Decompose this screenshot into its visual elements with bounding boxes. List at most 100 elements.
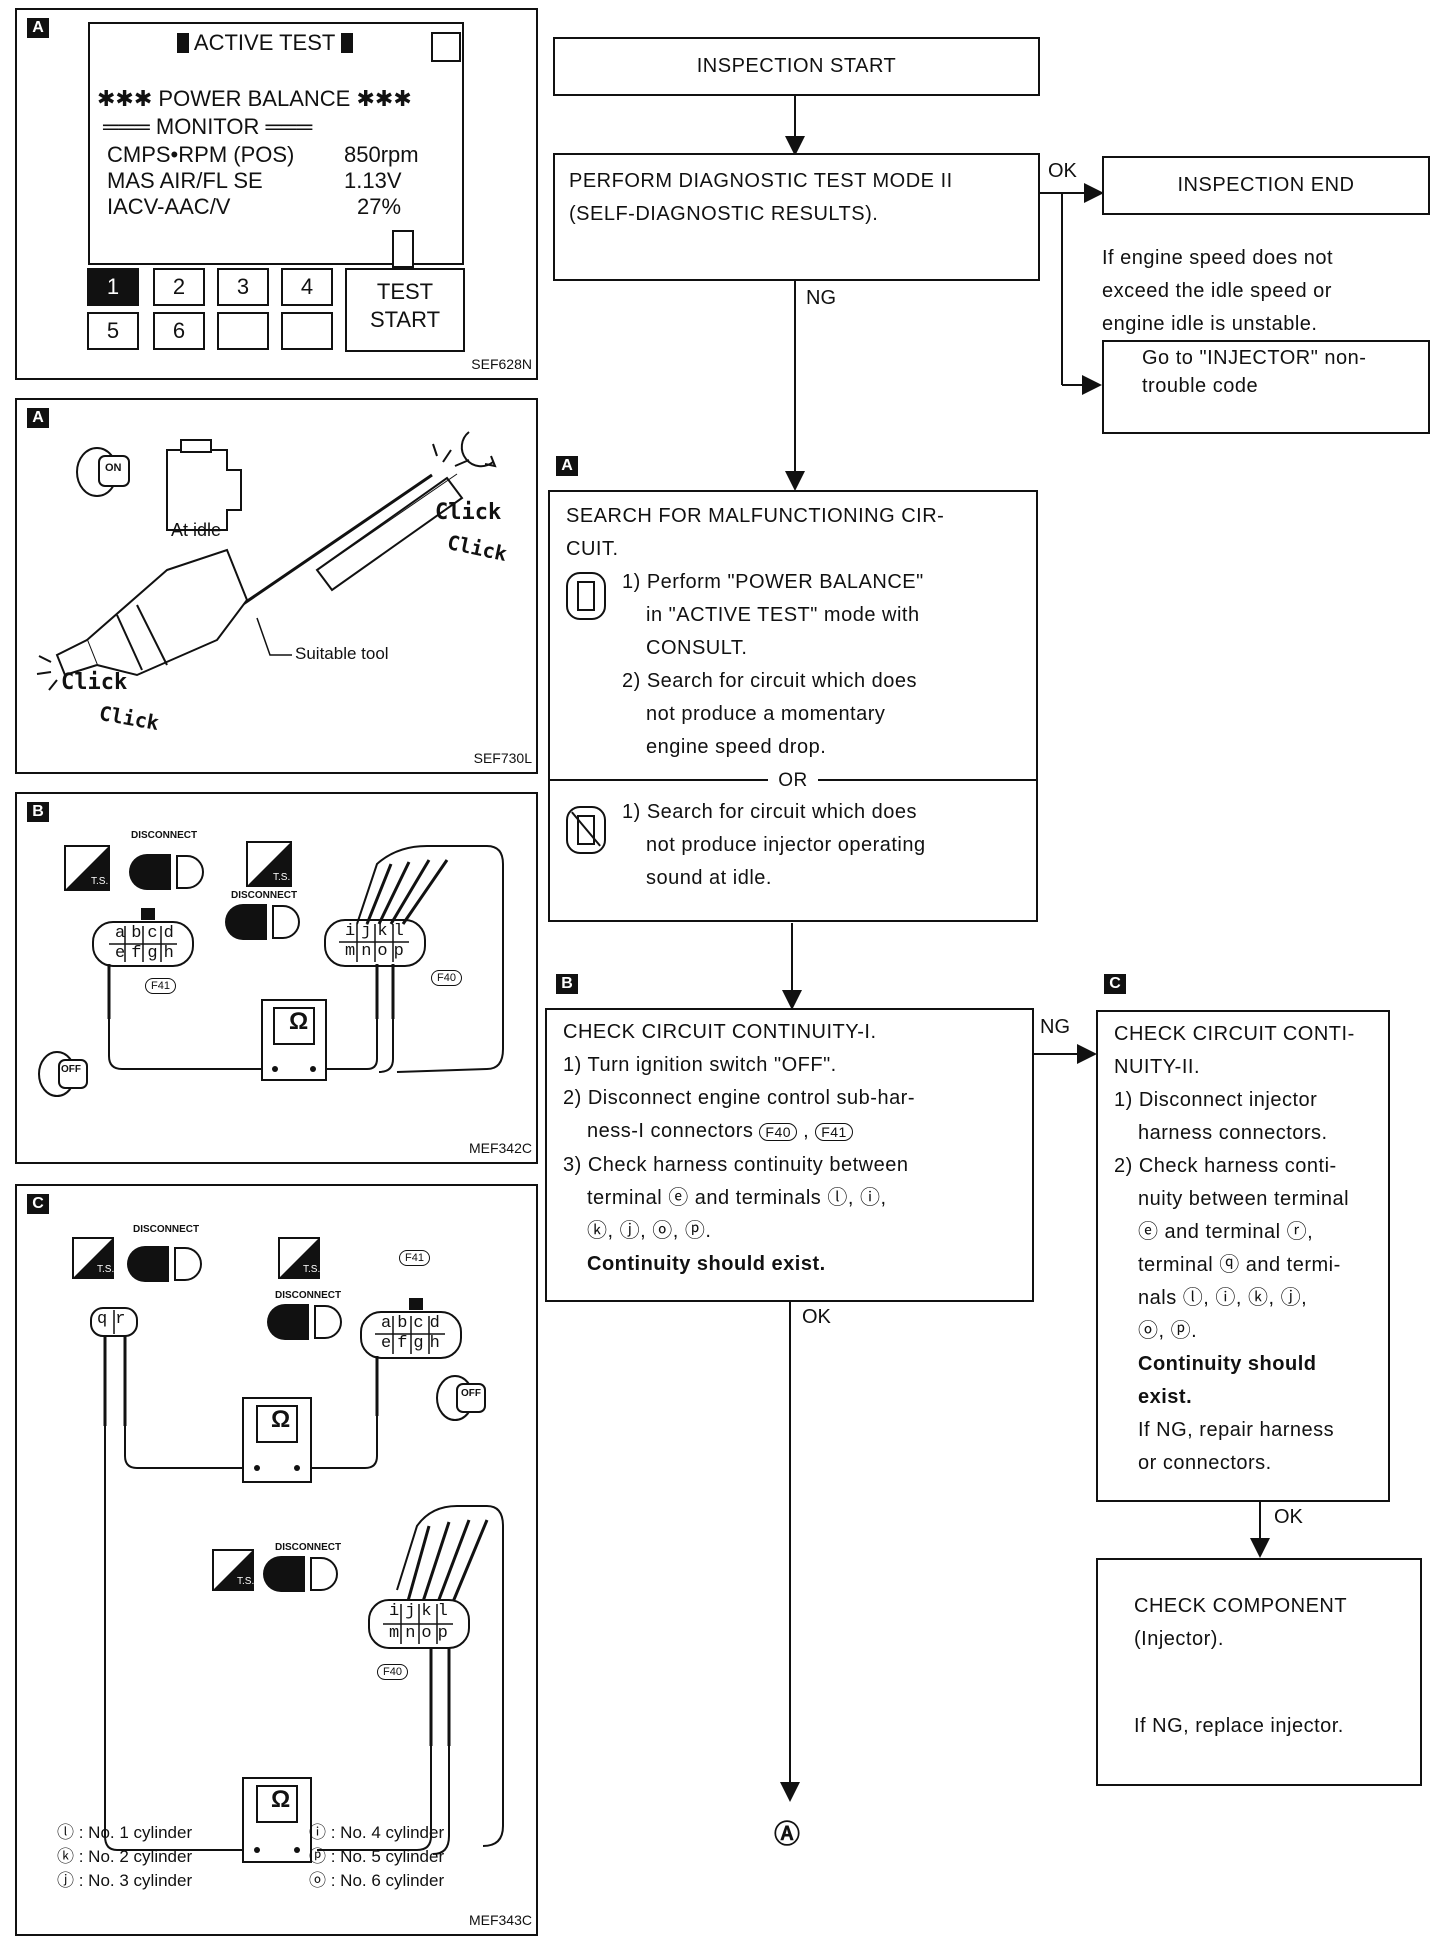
ts-label: T.S.	[303, 1264, 321, 1275]
test-start-line2: START	[369, 307, 441, 332]
key-2[interactable]: 2	[153, 268, 205, 306]
disconnect-label: DISCONNECT	[133, 1224, 200, 1235]
square-icon	[431, 32, 461, 62]
pin-k: k	[421, 1602, 438, 1621]
pin-h: h	[429, 1334, 446, 1353]
ts-label: T.S.	[273, 872, 291, 883]
cont1-line: ness-I connectors F40 , F41	[563, 1115, 1016, 1149]
disconnect-label: DISCONNECT	[275, 1542, 342, 1553]
key-5[interactable]: 5	[87, 312, 139, 350]
consult-display	[88, 22, 464, 265]
screen-header-text: ACTIVE TEST	[193, 30, 335, 55]
row-label: MAS AIR/FL SE	[107, 168, 263, 193]
legend-text: : No. 5 cylinder	[330, 1847, 445, 1866]
legend-text: : No. 2 cylinder	[78, 1847, 193, 1866]
legend-item: ⓘ : No. 4 cylinder	[309, 1818, 444, 1843]
legend-text: : No. 3 cylinder	[78, 1871, 193, 1890]
pin-b: b	[131, 924, 148, 943]
goto-injector-box: Go to "INJECTOR" non- trouble code	[1102, 340, 1430, 434]
legend-symbol: ⓟ	[309, 1847, 326, 1866]
off-label: OFF	[61, 1064, 81, 1075]
legend-symbol: ⓚ	[57, 1847, 74, 1866]
consult-step-group: 1) Perform "POWER BALANCE" in "ACTIVE TE…	[566, 566, 1020, 764]
flow-tag-a: A	[556, 456, 578, 476]
cont2-line: NUITY-II.	[1114, 1056, 1200, 1078]
connector-f40-badge: F40	[759, 1123, 798, 1141]
pin-l: l	[437, 1602, 454, 1621]
consult-icon	[566, 572, 606, 620]
search-title: SEARCH FOR MALFUNCTIONING CIR-	[566, 505, 945, 527]
key-1[interactable]: 1	[87, 268, 139, 306]
panel-continuity-c: C	[15, 1184, 538, 1936]
note-line: engine idle is unstable.	[1102, 313, 1318, 335]
row-label: CMPS•RPM (POS)	[107, 142, 295, 167]
component-tail: If NG, replace injector.	[1134, 1715, 1344, 1737]
pin-o: o	[377, 942, 394, 961]
pin-e: e	[115, 944, 132, 963]
click-label: Click	[435, 500, 502, 525]
panel-tag: A	[27, 408, 49, 428]
ts-label: T.S.	[97, 1264, 115, 1275]
search-alt: not produce injector operating	[646, 834, 926, 856]
click-label: Click	[61, 670, 128, 695]
screen-title: ✱✱✱ POWER BALANCE ✱✱✱	[97, 86, 412, 111]
diagnostic-test-box: PERFORM DIAGNOSTIC TEST MODE II (SELF-DI…	[553, 153, 1040, 281]
cont1-line: ⓚ, ⓙ, ⓞ, ⓟ.	[587, 1220, 712, 1242]
inspection-end-text: INSPECTION END	[1177, 174, 1355, 196]
disconnect-label: DISCONNECT	[131, 830, 198, 841]
search-step: engine speed drop.	[646, 736, 827, 758]
continuity-i-box: CHECK CIRCUIT CONTINUITY-I. 1) Turn igni…	[545, 1008, 1034, 1302]
cont2-bold: Continuity should	[1138, 1353, 1317, 1375]
pin-j: j	[405, 1602, 422, 1621]
key-6[interactable]: 6	[153, 312, 205, 350]
pin-f: f	[397, 1334, 414, 1353]
pin-j: j	[361, 922, 378, 941]
ts-label: T.S.	[237, 1576, 255, 1587]
pin-c: c	[413, 1314, 430, 1333]
pin-m: m	[345, 942, 362, 961]
ohm-symbol: Ω	[289, 1008, 309, 1035]
finger-icon	[392, 230, 414, 268]
connector-f41-pins: abcd	[115, 924, 180, 943]
cont2-tail: If NG, repair harness	[1138, 1419, 1335, 1441]
panel-tag: A	[27, 18, 49, 38]
figure-code: SEF730L	[473, 750, 532, 766]
key-blank[interactable]	[217, 312, 269, 350]
connector-label-f41: F41	[399, 1250, 430, 1266]
pin-d: d	[429, 1314, 446, 1333]
search-step: in "ACTIVE TEST" mode with	[646, 604, 920, 626]
note-line: exceed the idle speed or	[1102, 280, 1332, 302]
tool-label: Suitable tool	[295, 644, 389, 663]
pin-e: e	[381, 1334, 398, 1353]
search-title: CUIT.	[566, 538, 619, 560]
cont1-line: 3) Check harness continuity between	[563, 1154, 909, 1176]
flow-tag-b: B	[556, 974, 578, 994]
test-start-button[interactable]: TEST START	[345, 268, 465, 352]
connector-label-f40: F40	[377, 1664, 408, 1680]
check-component-box: CHECK COMPONENT (Injector). If NG, repla…	[1096, 1558, 1422, 1786]
legend-item: ⓞ : No. 6 cylinder	[309, 1866, 444, 1891]
key-blank[interactable]	[281, 312, 333, 350]
component-line: (Injector).	[1134, 1628, 1224, 1650]
pin-i: i	[345, 922, 362, 941]
cont1-line: terminal ⓔ and terminals ⓛ, ⓘ,	[587, 1187, 887, 1209]
component-line: CHECK COMPONENT	[1134, 1595, 1348, 1617]
figure-code: MEF342C	[468, 1140, 532, 1156]
connector-f40-pins: mnop	[389, 1624, 454, 1643]
inspection-start-text: INSPECTION START	[696, 55, 897, 77]
pin-h: h	[163, 944, 180, 963]
panel-tag: C	[27, 1194, 49, 1214]
connector-label-f40: F40	[431, 970, 462, 986]
cont1-bold: Continuity should exist.	[587, 1253, 826, 1275]
legend-item: ⓟ : No. 5 cylinder	[309, 1842, 444, 1867]
key-3[interactable]: 3	[217, 268, 269, 306]
disconnect-label: DISCONNECT	[275, 1290, 342, 1301]
disconnect-label: DISCONNECT	[231, 890, 298, 901]
key-4[interactable]: 4	[281, 268, 333, 306]
legend-symbol: ⓞ	[309, 1871, 326, 1890]
cont2-line: nals ⓛ, ⓘ, ⓚ, ⓙ,	[1138, 1287, 1308, 1309]
or-divider: OR	[550, 764, 1036, 792]
pin-n: n	[361, 942, 378, 961]
row-label: IACV-AAC/V	[107, 194, 231, 219]
ng-label: NG	[806, 287, 836, 309]
